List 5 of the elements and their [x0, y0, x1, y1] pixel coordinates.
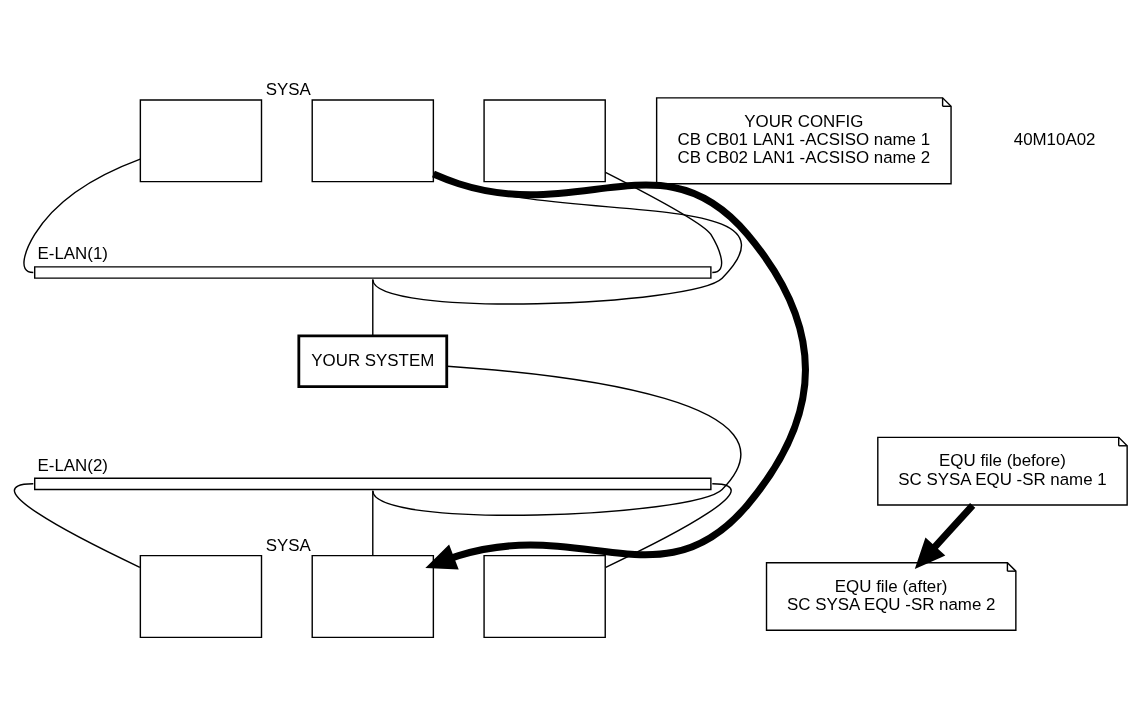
node-label: E-LAN(2) [37, 455, 108, 475]
node-label: E-LAN(1) [37, 243, 108, 263]
label: 40M10A02 [1013, 129, 1096, 149]
node-label: SYSA [265, 79, 311, 99]
node-label: SYSA [265, 535, 311, 555]
